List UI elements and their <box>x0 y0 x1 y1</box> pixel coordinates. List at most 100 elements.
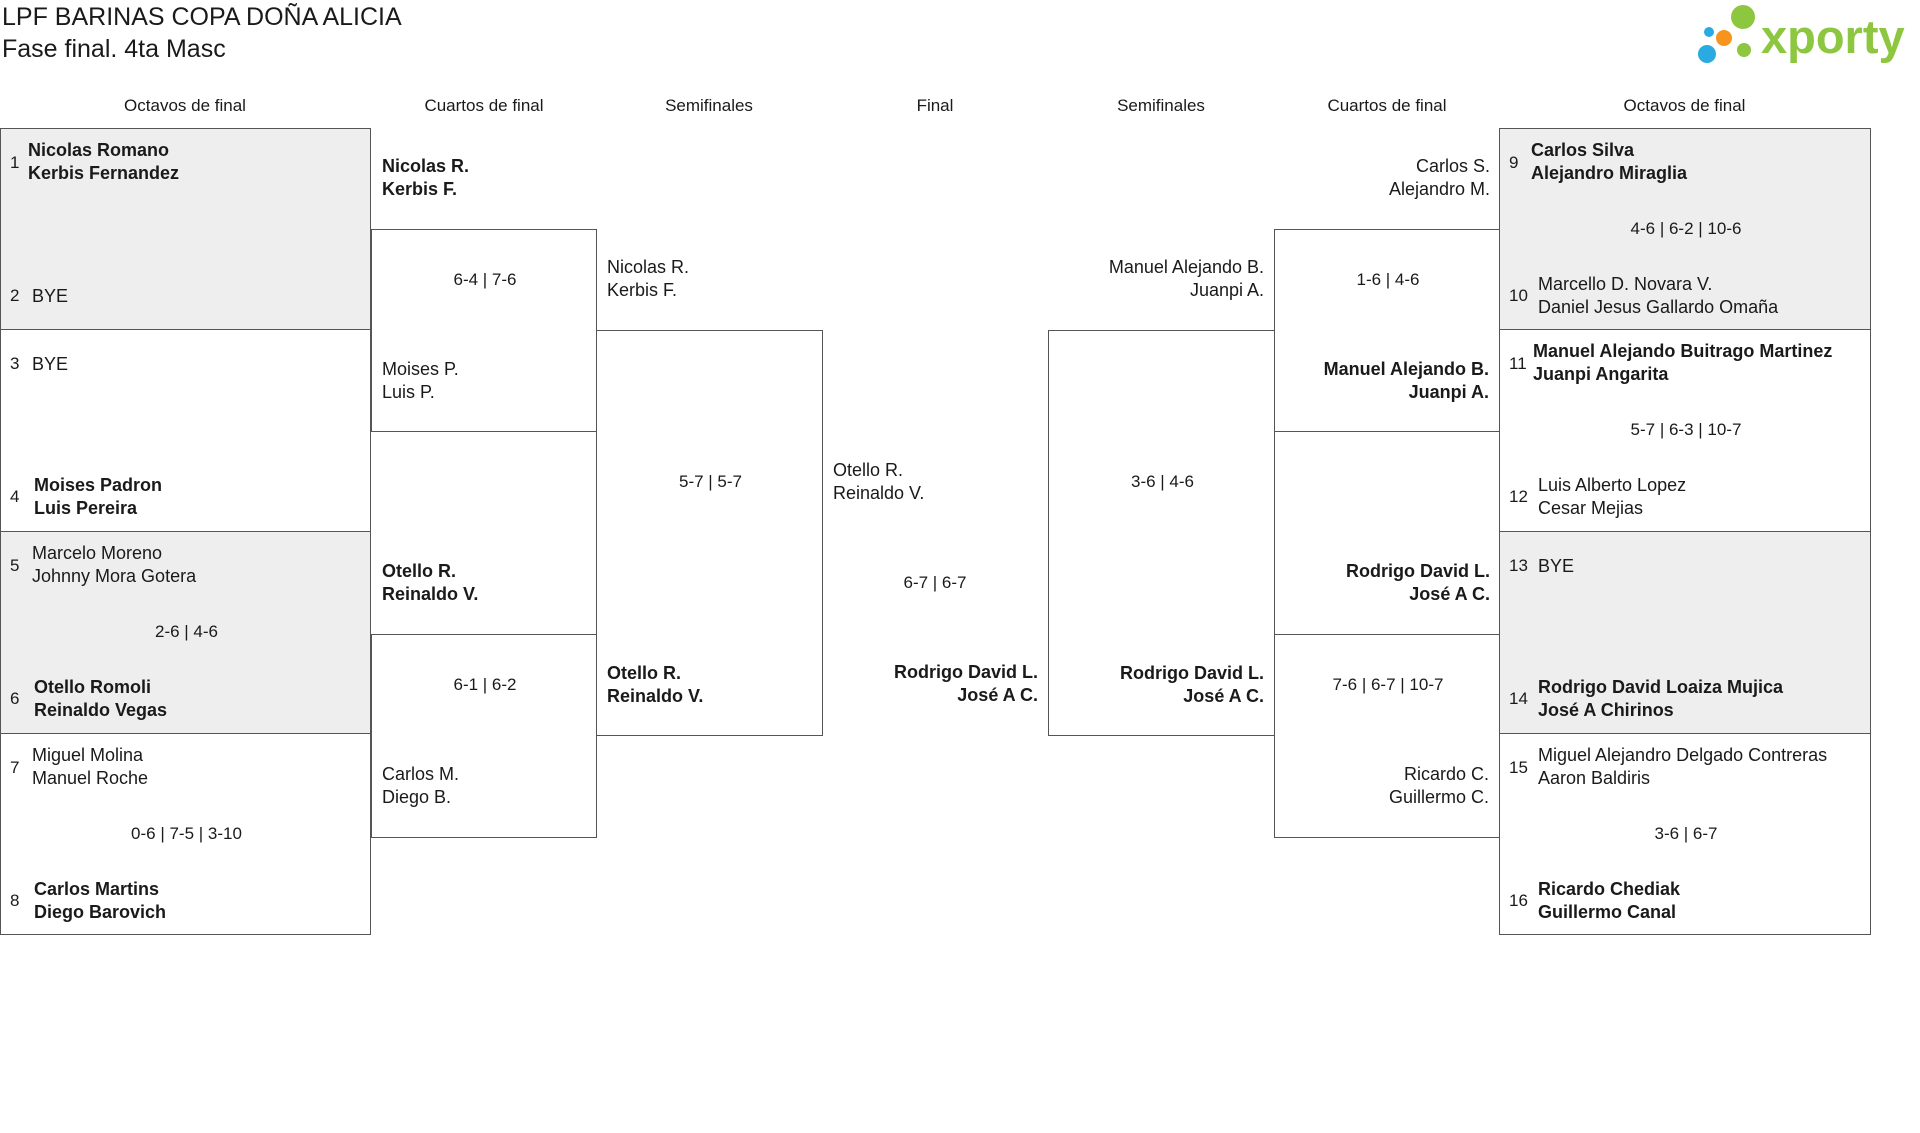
seed-number: 2 <box>10 286 20 305</box>
logo-dot-green <box>1731 5 1755 29</box>
seed-number: 1 <box>10 153 20 172</box>
team-name: Carlos M. <box>382 764 460 784</box>
match-score: 3-6 | 4-6 <box>1130 472 1194 491</box>
player-name: Cesar Mejias <box>1538 498 1644 518</box>
team-name: Kerbis F. <box>382 179 458 199</box>
player-name: Reinaldo Vegas <box>34 700 168 720</box>
team-name: Juanpi A. <box>1408 382 1489 402</box>
match-left-r16-4[interactable]: 7 Miguel Molina Manuel Roche 0-6 | 7-5 |… <box>0 733 371 935</box>
round-header-right-r16: Octavos de final <box>1623 96 1746 115</box>
team-name: Reinaldo V. <box>833 483 925 503</box>
round-header-final: Final <box>916 96 954 115</box>
team-name: José A C. <box>957 685 1038 705</box>
match-right-r16-1[interactable]: 9 Carlos Silva Alejandro Miraglia 4-6 | … <box>1499 128 1871 330</box>
team-name: Juanpi A. <box>1189 280 1264 300</box>
seed-number: 16 <box>1509 891 1528 910</box>
team-name: Reinaldo V. <box>607 686 704 706</box>
team-name: Rodrigo David L. <box>1120 663 1264 683</box>
team-name: Ricardo C. <box>1403 764 1489 784</box>
team-name: Otello R. <box>382 561 457 581</box>
xporty-logo: xporty <box>1695 5 1920 70</box>
player-name: Miguel Molina <box>32 745 144 765</box>
player-name: Carlos Silva <box>1531 140 1635 160</box>
match-right-sf[interactable]: 3-6 | 4-6 Rodrigo David L. José A C. <box>1048 330 1275 736</box>
player-name: Carlos Martins <box>34 879 160 899</box>
match-left-r16-2[interactable]: 3 BYE 4 Moises Padron Luis Pereira <box>0 329 371 532</box>
player-name: Aaron Baldiris <box>1538 768 1651 788</box>
player-name: Rodrigo David Loaiza Mujica <box>1538 677 1784 697</box>
round-header-left-sf: Semifinales <box>665 96 753 115</box>
round-header-right-sf: Semifinales <box>1117 96 1205 115</box>
player-name: Guillermo Canal <box>1538 902 1677 922</box>
player-name: Luis Pereira <box>34 498 138 518</box>
team-name: Manuel Alejando B. <box>1323 359 1489 379</box>
seed-number: 4 <box>10 487 20 506</box>
player-name: Luis Alberto Lopez <box>1538 475 1687 495</box>
seed-number: 9 <box>1509 153 1519 172</box>
logo-dot-blue-large <box>1698 45 1716 63</box>
player-name: Marcelo Moreno <box>32 543 163 563</box>
match-right-r16-4[interactable]: 15 Miguel Alejandro Delgado Contreras Aa… <box>1499 733 1871 935</box>
match-score: 6-1 | 6-2 <box>453 675 517 694</box>
match-right-qf-1[interactable]: 1-6 | 4-6 Manuel Alejando B. Juanpi A. <box>1274 229 1500 432</box>
match-left-sf[interactable]: 5-7 | 5-7 Otello R. Reinaldo V. <box>596 330 823 736</box>
seed-number: 7 <box>10 758 20 777</box>
match-left-r16-3[interactable]: 5 Marcelo Moreno Johnny Mora Gotera 2-6 … <box>0 531 371 734</box>
match-score: 1-6 | 4-6 <box>1356 270 1420 289</box>
player-name: Johnny Mora Gotera <box>32 566 197 586</box>
player-name: Daniel Jesus Gallardo Omaña <box>1538 297 1779 317</box>
team-name: Otello R. <box>607 663 682 683</box>
player-name: Kerbis Fernandez <box>28 163 180 183</box>
team-name: Guillermo C. <box>1388 787 1489 807</box>
team-name: Rodrigo David L. <box>894 662 1038 682</box>
match-score: 5-7 | 6-3 | 10-7 <box>1630 420 1742 439</box>
seed-number: 14 <box>1509 689 1528 708</box>
team-name: Nicolas R. <box>382 156 470 176</box>
player-name: Marcello D. Novara V. <box>1538 274 1713 294</box>
match-right-r16-3[interactable]: 13 BYE 14 Rodrigo David Loaiza Mujica Jo… <box>1499 531 1871 734</box>
seed-number: 8 <box>10 891 20 910</box>
team-name: José A C. <box>1183 686 1264 706</box>
final-score: 6-7 | 6-7 <box>903 573 967 592</box>
player-name: BYE <box>1538 556 1575 576</box>
team-name: Diego B. <box>382 787 452 807</box>
logo-dot-green-small <box>1737 43 1751 57</box>
player-name: Manuel Roche <box>32 768 149 788</box>
match-score: 0-6 | 7-5 | 3-10 <box>131 824 242 843</box>
player-name: BYE <box>32 286 69 306</box>
player-name: Otello Romoli <box>34 677 151 697</box>
team-name: Reinaldo V. <box>382 584 479 604</box>
seed-number: 5 <box>10 556 20 575</box>
round-header-right-qf: Cuartos de final <box>1327 96 1447 115</box>
match-score: 4-6 | 6-2 | 10-6 <box>1630 219 1742 238</box>
seed-number: 3 <box>10 354 20 373</box>
logo-dot-orange <box>1716 30 1732 46</box>
player-name: Manuel Alejando Buitrago Martinez <box>1533 341 1833 361</box>
player-name: José A Chirinos <box>1538 700 1674 720</box>
team-name: Alejandro M. <box>1388 179 1490 199</box>
seed-number: 11 <box>1509 354 1527 373</box>
match-score: 3-6 | 6-7 <box>1654 824 1718 843</box>
seed-number: 10 <box>1509 286 1528 305</box>
round-header-left-qf: Cuartos de final <box>424 96 544 115</box>
team-name: Moises P. <box>382 359 459 379</box>
player-name: Alejandro Miraglia <box>1531 163 1688 183</box>
team-name: Otello R. <box>833 460 904 480</box>
match-left-r16-1[interactable]: 1 Nicolas Romano Kerbis Fernandez 2 BYE <box>0 128 371 330</box>
team-name: Rodrigo David L. <box>1346 561 1490 581</box>
player-name: Juanpi Angarita <box>1533 364 1669 384</box>
team-name: Nicolas R. <box>607 257 690 277</box>
match-right-r16-2[interactable]: 11 Manuel Alejando Buitrago Martinez Jua… <box>1499 329 1871 532</box>
match-left-qf-2[interactable]: 6-1 | 6-2 Carlos M. Diego B. <box>371 634 597 838</box>
match-right-qf-2[interactable]: 7-6 | 6-7 | 10-7 Ricardo C. Guillermo C. <box>1274 634 1500 838</box>
match-left-qf-1[interactable]: 6-4 | 7-6 Moises P. Luis P. <box>371 229 597 432</box>
player-name: Ricardo Chediak <box>1538 879 1681 899</box>
seed-number: 13 <box>1509 556 1528 575</box>
round-header-left-r16: Octavos de final <box>124 96 246 115</box>
team-name: José A C. <box>1409 584 1490 604</box>
tournament-subtitle: Fase final. 4ta Masc <box>2 35 226 63</box>
match-score: 6-4 | 7-6 <box>453 270 517 289</box>
team-name: Carlos S. <box>1415 156 1490 176</box>
player-name: Nicolas Romano <box>28 140 170 160</box>
player-name: Miguel Alejandro Delgado Contreras <box>1538 745 1828 765</box>
